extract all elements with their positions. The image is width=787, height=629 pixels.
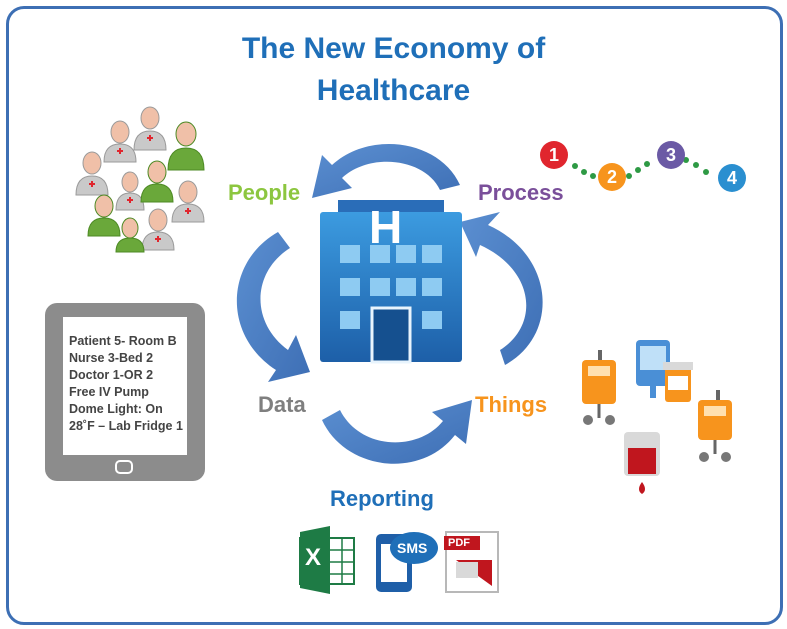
tablet-line: Free IV Pump [69,385,149,399]
tablet-screen [63,317,187,455]
hospital-letter: H [369,201,403,253]
label-process: Process [478,180,564,205]
arrow-data-to-things [322,400,472,464]
arrow-process-to-people [312,143,460,198]
tablet-line: 28˚F – Lab Fridge 1 [69,419,183,433]
blood-bag-icon [624,432,660,494]
pill-bottle-icon [663,362,693,402]
tablet-line: Nurse 3-Bed 2 [69,351,154,365]
process-connectors [572,157,709,179]
tablet-line: Dome Light: On [69,402,163,416]
excel-icon [299,526,355,594]
arrow-people-to-data [236,232,310,382]
infusion-pump-icon [698,390,732,462]
sms-phone-icon [376,532,438,592]
hospital-icon [320,200,462,364]
excel-letter: X [305,544,322,571]
title-line-2: Healthcare [316,74,471,107]
things-icons [582,340,732,494]
sms-label: SMS [397,540,428,556]
iv-bag-icon [636,340,670,398]
label-reporting: Reporting [330,486,434,511]
tablet-line: Patient 5- Room B [69,334,177,348]
process-step-4: 4 [718,164,746,192]
process-step-1: 1 [540,141,568,169]
process-step-3: 3 [657,141,685,169]
tablet-home-button [115,460,133,474]
pdf-label: PDF [448,537,470,549]
process-step-2: 2 [598,163,626,191]
label-things: Things [475,392,548,417]
label-data: Data [258,392,306,417]
title-line-1: The New Economy of [241,32,546,65]
label-people: People [228,180,301,205]
cycle-arrows [236,143,543,464]
tablet-status-list: Patient 5- Room B Nurse 3-Bed 2 Doctor 1… [69,333,183,435]
pdf-icon [444,531,499,593]
tablet-icon: Patient 5- Room B Nurse 3-Bed 2 Doctor 1… [45,303,205,481]
arrow-process-to-things [460,212,543,365]
tablet-line: Doctor 1-OR 2 [69,368,154,382]
infusion-pump-icon [582,350,616,425]
people-icons [75,106,205,253]
diagram-title: The New Economy of Healthcare [0,28,787,112]
